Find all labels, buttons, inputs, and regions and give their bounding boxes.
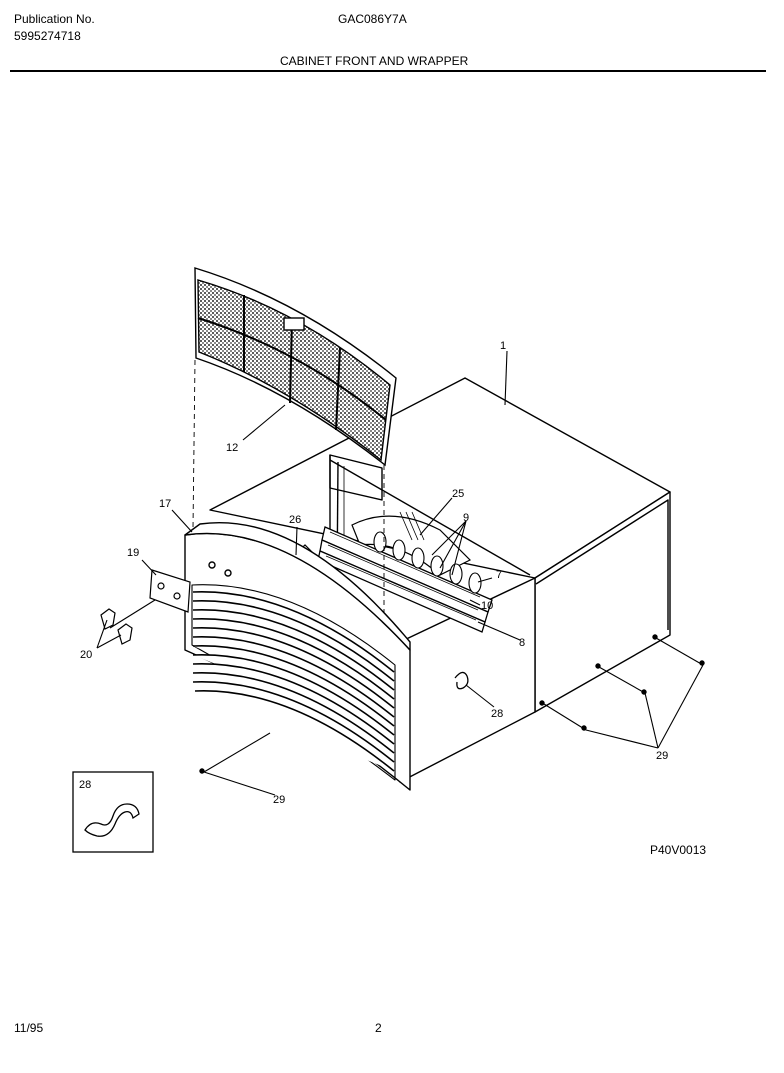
control-strip (317, 526, 493, 633)
callout-9: 9 (463, 512, 469, 524)
callout-28: 28 (491, 708, 503, 720)
page-number: 2 (375, 1021, 382, 1035)
inset-detail-box (72, 771, 154, 853)
callout-10: 10 (481, 600, 493, 612)
callout-26: 26 (289, 514, 301, 526)
callout-29-right: 29 (656, 750, 668, 762)
air-filter (194, 267, 397, 467)
callout-29-front: 29 (273, 794, 285, 806)
front-grille (184, 522, 411, 791)
callout-numbers: 1 12 17 19 20 26 25 9 7 10 8 28 29 29 28 (79, 340, 668, 806)
callout-7: 7 (496, 569, 502, 581)
publication-number: 5995274718 (14, 29, 81, 43)
drawing-number: P40V0013 (650, 843, 707, 857)
callout-19: 19 (127, 547, 139, 559)
publication-label: Publication No. (14, 12, 95, 26)
footer-date: 11/95 (14, 1021, 44, 1035)
callout-28-inset: 28 (79, 779, 91, 791)
control-knobs (373, 531, 482, 594)
retainer-clip (454, 671, 469, 690)
callout-12: 12 (226, 442, 238, 454)
front-knobs (100, 608, 133, 645)
header-rule (10, 70, 766, 72)
callout-20: 20 (80, 649, 92, 661)
leader-lines (96, 350, 704, 796)
control-plate (149, 569, 191, 613)
callout-25: 25 (452, 488, 464, 500)
callout-1: 1 (500, 340, 506, 352)
section-title: CABINET FRONT AND WRAPPER (280, 54, 469, 68)
model-number: GAC086Y7A (338, 12, 407, 26)
callout-8: 8 (519, 637, 525, 649)
callout-17: 17 (159, 498, 171, 510)
